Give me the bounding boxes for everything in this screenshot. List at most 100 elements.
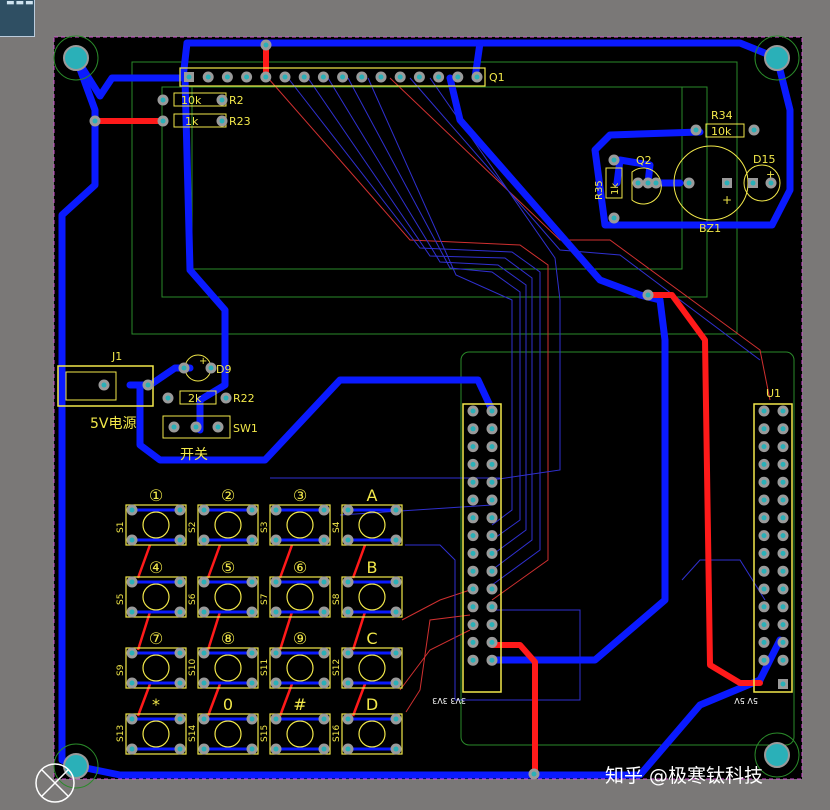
pad-hole: [470, 604, 476, 610]
key-ref: S11: [260, 659, 270, 676]
key-switch-body: [341, 576, 403, 618]
pad-hole: [345, 579, 351, 585]
r35-label: R35: [594, 180, 605, 200]
key-switch-actuator: [142, 511, 170, 539]
left-header-outline: [462, 403, 502, 693]
pad-hole: [177, 650, 183, 656]
switch-label: 开关: [180, 447, 208, 463]
key-switch-actuator: [142, 583, 170, 611]
pad-hole: [393, 716, 399, 722]
pad-hole: [177, 579, 183, 585]
pad-hole: [393, 746, 399, 752]
pad-hole: [201, 650, 207, 656]
pad-hole: [393, 650, 399, 656]
pad-hole: [693, 127, 699, 133]
key-ref: S7: [260, 594, 270, 605]
pad-hole: [761, 639, 767, 645]
key-ref: S15: [260, 725, 270, 742]
pad-hole: [378, 74, 384, 80]
pad-hole: [160, 118, 166, 124]
key-switch-body: [269, 713, 331, 755]
key-switch-actuator: [358, 583, 386, 611]
pad-hole: [611, 215, 617, 221]
pad-hole: [393, 579, 399, 585]
r22-body: [179, 390, 217, 405]
r35-value: 1k: [610, 183, 621, 195]
pad-hole: [761, 604, 767, 610]
pad-hole: [301, 74, 307, 80]
q1-label: Q1: [489, 71, 505, 84]
key-label: C: [366, 629, 377, 648]
pad-hole: [645, 292, 651, 298]
q2-outline: [631, 167, 662, 205]
sw1-outline: [162, 415, 231, 439]
pad-hole: [186, 74, 192, 80]
pad-hole: [129, 579, 135, 585]
key-switch-body: [125, 647, 187, 689]
watermark-logo: [35, 763, 75, 803]
pad-hole: [273, 537, 279, 543]
pad-hole: [129, 716, 135, 722]
pad-hole: [393, 609, 399, 615]
pad-hole: [223, 395, 229, 401]
pad-hole: [263, 74, 269, 80]
keypad-jumpers: [136, 544, 367, 717]
pad-hole: [761, 586, 767, 592]
pad-hole: [489, 461, 495, 467]
key-switch-body: [197, 647, 259, 689]
pad-hole: [470, 533, 476, 539]
key-switch-body: [125, 713, 187, 755]
pad-hole: [249, 650, 255, 656]
q1-pads: [184, 71, 483, 83]
pad-hole: [201, 537, 207, 543]
pad-hole: [761, 533, 767, 539]
pad-hole: [531, 771, 537, 777]
key-ref: S9: [116, 664, 126, 676]
pad-hole: [201, 746, 207, 752]
board-substrate: [54, 37, 802, 779]
bz1-plus: +: [722, 193, 732, 207]
r2-value: 10k: [181, 94, 202, 107]
u1-outline: [753, 403, 793, 693]
pad-hole: [263, 42, 269, 48]
pad-hole: [397, 74, 403, 80]
pad-hole: [345, 537, 351, 543]
j1-inner: [65, 371, 117, 401]
key-switch-body: [197, 504, 259, 546]
d9-plus: +: [199, 356, 207, 367]
pad-hole: [273, 680, 279, 686]
key-ref: S1: [116, 522, 126, 533]
pad-hole: [249, 680, 255, 686]
d15-plus: +: [766, 168, 775, 181]
pad-hole: [359, 74, 365, 80]
pad-hole: [470, 497, 476, 503]
pad-hole: [653, 180, 659, 186]
pad-hole: [489, 408, 495, 414]
pad-hole: [780, 586, 786, 592]
pad-hole: [321, 746, 327, 752]
pad-hole: [751, 127, 757, 133]
key-switch-actuator: [214, 583, 242, 611]
pad-hole: [282, 74, 288, 80]
key-ref: S2: [188, 522, 198, 533]
key-label: ②: [221, 486, 235, 505]
pad-hole: [219, 97, 225, 103]
pad-hole: [101, 382, 107, 388]
pad-hole: [780, 568, 786, 574]
pad-hole: [489, 497, 495, 503]
pad-hole: [436, 74, 442, 80]
r35-body: [605, 167, 623, 199]
pad-hole: [208, 365, 214, 371]
header-pads: [467, 405, 789, 689]
pad-hole: [470, 408, 476, 414]
pad-hole: [611, 157, 617, 163]
pad-hole: [489, 586, 495, 592]
u1-pin-note: 5V 5V: [734, 696, 758, 705]
pad-hole: [320, 74, 326, 80]
thumbnail-icon[interactable]: ▬▬▬: [0, 0, 35, 37]
r2-label: R2: [229, 94, 244, 107]
key-label: *: [152, 695, 160, 714]
key-label: ⑧: [221, 629, 235, 648]
pad-hole: [780, 461, 786, 467]
pad-hole: [761, 657, 767, 663]
